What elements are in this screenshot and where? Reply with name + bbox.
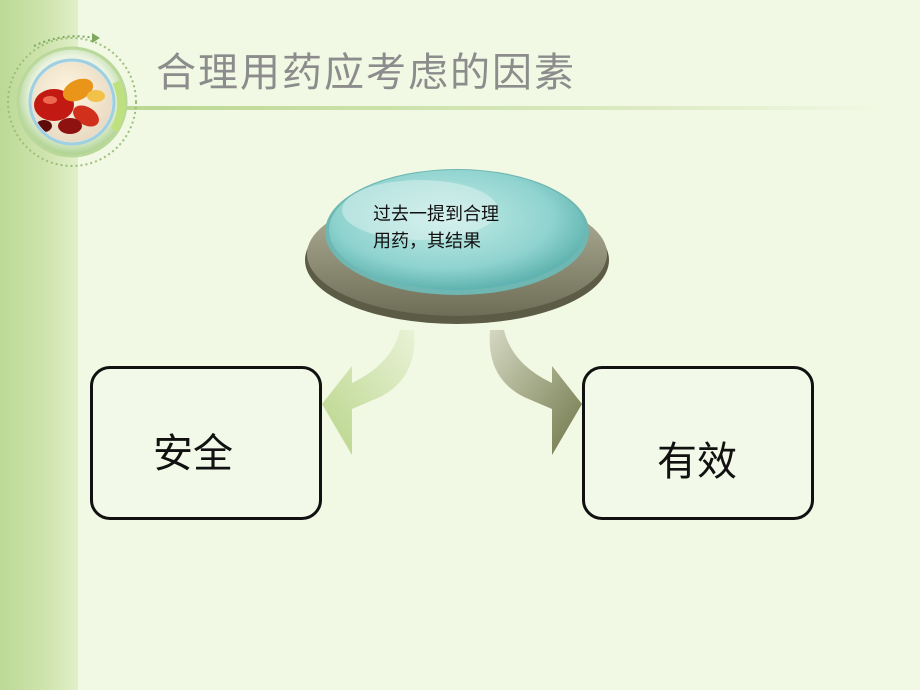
outcome-label-safety: 安全 [153, 431, 233, 477]
outcome-box-safety: 安全 [90, 366, 322, 520]
arrow-to-efficacy [489, 330, 582, 455]
outcome-label-efficacy: 有效 [657, 439, 737, 485]
hub-disc [305, 169, 609, 324]
outcome-box-efficacy: 有效 [582, 366, 814, 520]
hub-text-line-1: 过去一提到合理 [373, 204, 499, 225]
title-underline [100, 106, 880, 110]
capsules-pills-icon [7, 33, 137, 167]
arrow-to-safety [322, 330, 415, 455]
hub-text: 过去一提到合理 用药，其结果 [373, 201, 548, 255]
hub-text-line-2: 用药，其结果 [373, 231, 481, 252]
slide-title: 合理用药应考虑的因素 [156, 50, 576, 96]
